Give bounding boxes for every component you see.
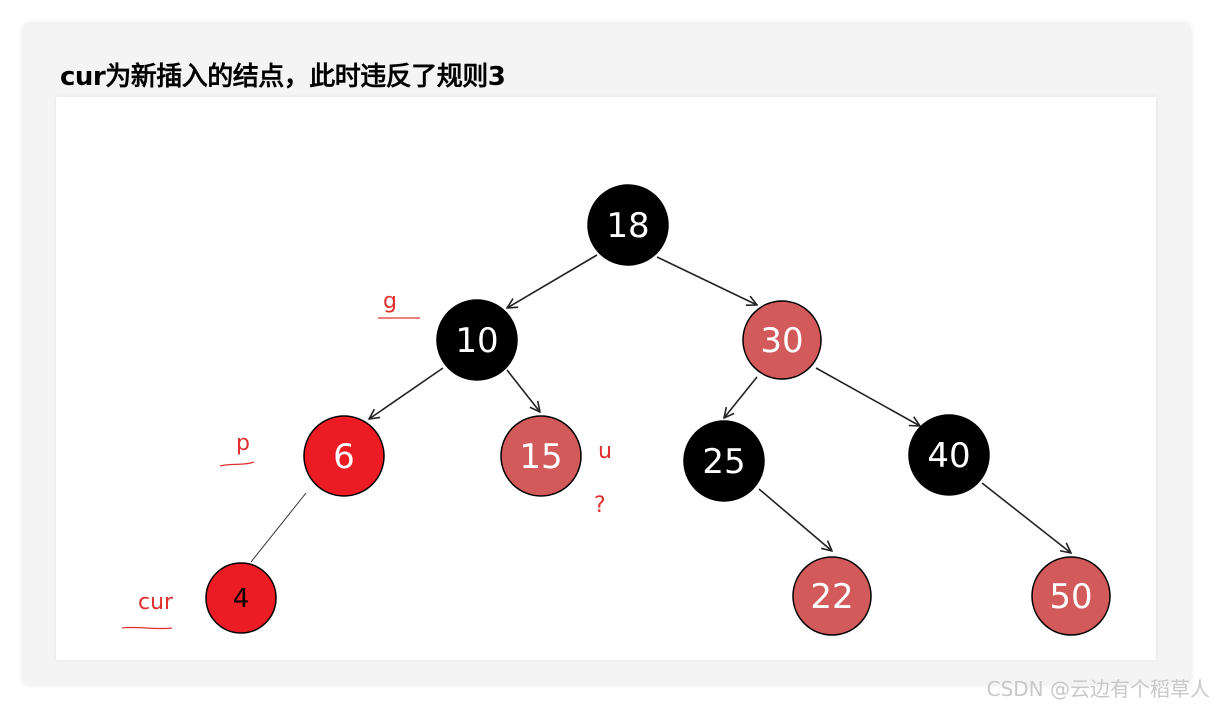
node-10: 10	[436, 299, 518, 381]
edge-10-15	[506, 369, 540, 412]
svg-text:6: 6	[333, 437, 355, 477]
node-25: 25	[683, 420, 765, 502]
annotation-cur-underline	[121, 626, 173, 630]
edge-40-50	[981, 482, 1071, 553]
node-18: 18	[587, 184, 669, 266]
slide-title: cur为新插入的结点，此时违反了规则3	[60, 62, 506, 92]
svg-text:15: 15	[519, 437, 562, 477]
edge-6-4	[250, 492, 307, 563]
annotation-u: u	[598, 439, 612, 464]
svg-text:22: 22	[810, 577, 853, 617]
node-30: 30	[742, 300, 822, 380]
svg-text:4: 4	[233, 584, 250, 614]
annotation-g: g	[383, 289, 397, 314]
svg-text:30: 30	[760, 321, 803, 361]
edge-30-40	[815, 367, 920, 426]
svg-text:40: 40	[927, 436, 970, 476]
svg-text:50: 50	[1049, 577, 1092, 617]
annotation-question: ?	[594, 493, 606, 518]
edge-10-6	[369, 367, 444, 419]
svg-text:25: 25	[702, 442, 745, 482]
node-4: 4	[205, 562, 277, 634]
edge-18-10	[507, 254, 598, 308]
annotation-p: p	[236, 431, 250, 456]
annotation-cur: cur	[138, 590, 174, 615]
node-15: 15	[500, 415, 582, 497]
node-6: 6	[303, 415, 385, 497]
edge-18-30	[656, 256, 757, 305]
node-50: 50	[1031, 556, 1111, 636]
node-40: 40	[908, 414, 990, 496]
svg-text:18: 18	[606, 206, 649, 246]
edge-30-25	[724, 376, 758, 418]
annotation-p-underline	[219, 461, 255, 467]
svg-text:10: 10	[455, 321, 498, 361]
node-22: 22	[792, 556, 872, 636]
edge-25-22	[758, 488, 832, 551]
watermark: CSDN @云边有个稻草人	[986, 677, 1210, 701]
